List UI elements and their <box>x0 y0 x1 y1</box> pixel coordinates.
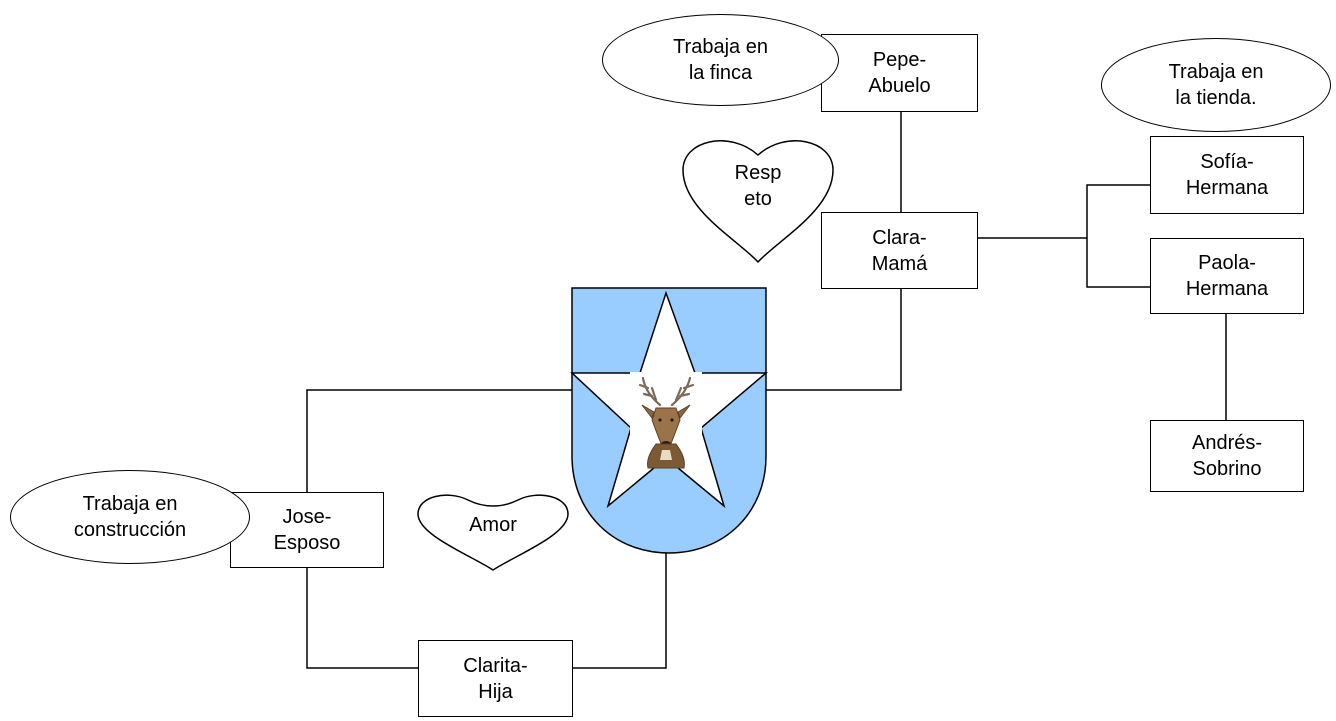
note-line: la tienda. <box>1175 87 1257 109</box>
heart-amor-shape <box>417 494 569 571</box>
connector-lines <box>306 112 1227 669</box>
person-clarita-hija: Clarita- Hija <box>418 640 573 717</box>
person-jose-esposo: Jose- Esposo <box>230 492 384 568</box>
note-line: Trabaja en <box>673 36 768 58</box>
note-line: construcción <box>73 519 187 541</box>
heart-label-line: eto <box>744 188 772 210</box>
heart-amor-label: Amor <box>469 514 517 536</box>
person-name: Paola- <box>1198 252 1256 274</box>
person-paola-hermana: Paola- Hermana <box>1150 238 1304 314</box>
person-name: Clara- <box>872 226 927 249</box>
person-role: Esposo <box>273 532 341 554</box>
heart-respeto-shape <box>682 140 834 264</box>
person-role: Mamá <box>871 252 928 275</box>
person-role: Hermana <box>1185 177 1269 199</box>
person-clara-mama: Clara- Mamá <box>821 212 978 289</box>
person-pepe-abuelo: Pepe- Abuelo <box>821 34 978 112</box>
note-line: Trabaja en <box>1168 61 1264 83</box>
note-trabaja-tienda: Trabaja en la tienda. <box>1101 38 1331 132</box>
heart-respeto-label: Resp eto <box>718 160 798 212</box>
note-line: la finca <box>688 62 753 84</box>
person-role: Hermana <box>1185 278 1269 300</box>
person-sofia-hermana: Sofía- Hermana <box>1150 136 1304 214</box>
person-name: Andrés- <box>1191 432 1263 454</box>
person-name: Jose- <box>282 506 332 528</box>
line-shield-jose <box>306 389 572 492</box>
person-andres-sobrino: Andrés- Sobrino <box>1150 420 1304 492</box>
note-line: Trabaja en <box>82 493 178 515</box>
person-name: Clarita- <box>463 654 528 677</box>
person-name: Sofía- <box>1200 151 1254 173</box>
person-name: Pepe- <box>872 49 927 71</box>
deer-head-icon <box>630 372 702 469</box>
note-trabaja-finca: Trabaja en la finca <box>602 14 839 106</box>
line-clarita-shield <box>573 552 667 669</box>
person-role: Hija <box>478 680 513 703</box>
person-role: Sobrino <box>1192 458 1262 480</box>
note-trabaja-construccion: Trabaja en construcción <box>10 470 250 564</box>
line-siblings-bracket <box>1086 184 1150 288</box>
line-jose-clarita <box>306 568 418 669</box>
line-clara-shield <box>766 289 902 391</box>
heart-label-line: Resp <box>734 162 782 184</box>
person-role: Abuelo <box>868 75 931 97</box>
